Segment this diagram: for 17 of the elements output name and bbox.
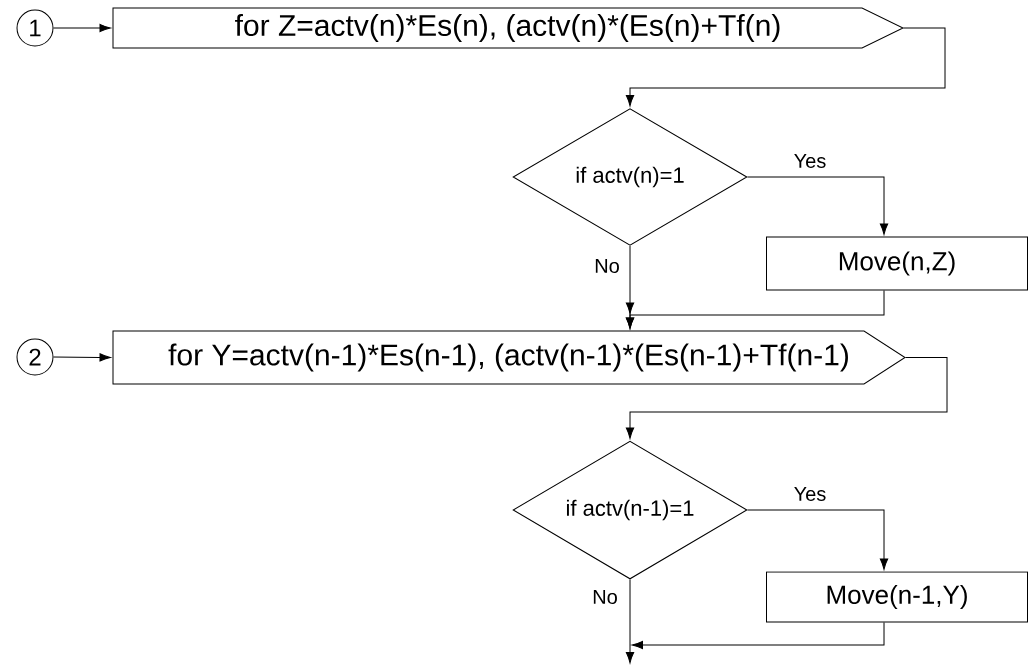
edge-label: No	[593, 258, 621, 274]
arrow	[625, 27, 946, 107]
arrow	[747, 509, 889, 570]
arrow	[625, 290, 885, 329]
loop-box: for Z=actv(n)*Es(n), (actv(n)*(Es(n)+Tf(n)	[112, 7, 904, 49]
process-box: Move(n-1,Y)	[766, 571, 1028, 623]
arrow	[625, 579, 635, 664]
arrow	[747, 176, 889, 235]
arrow	[625, 357, 948, 439]
loop-box: for Y=actv(n-1)*Es(n-1), (actv(n-1)*(Es(n-1)+Tf(n-1)	[112, 330, 906, 385]
arrow	[53, 23, 111, 33]
process-box: Move(n,Z)	[766, 236, 1028, 291]
edge-label: No	[591, 589, 619, 605]
edge-label: Yes	[792, 153, 828, 169]
arrow	[53, 353, 111, 362]
arrow	[631, 622, 885, 650]
edge-label: Yes	[792, 486, 828, 502]
